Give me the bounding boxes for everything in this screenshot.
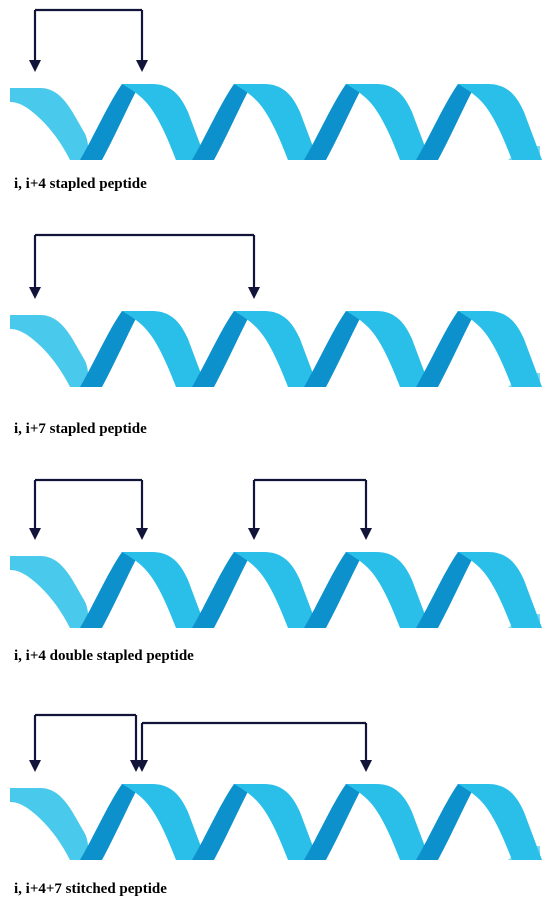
helix-back-strand [416,784,476,860]
helix-tail-start [10,315,89,387]
helix-front-strand [346,311,430,387]
helix-back-strand [416,552,476,628]
helix-front-strand [346,552,430,628]
helix-tail-end [508,846,540,860]
panel-i4-7-stitched: i, i+4+7 stitched peptide [0,705,550,905]
caption-i4-double-stapled: i, i+4 double stapled peptide [14,648,194,664]
staple-arrowhead [29,528,41,540]
staple-2 [248,478,372,540]
diagram-i4-stapled [10,8,542,160]
helix-front-strand [346,84,430,160]
staple-connectors [29,8,148,72]
helix-ribbon [10,311,542,387]
helix-front-strand [234,311,318,387]
helix-front-strand [234,552,318,628]
staple-1 [29,478,148,540]
helix-front-strand [122,84,206,160]
helix-ribbon [10,552,542,628]
helix-back-strand [416,84,476,160]
helix-tail-end [508,146,540,160]
helix-tail-start [10,788,89,860]
diagram-i4-double-stapled [10,478,542,628]
staple-connectors [29,713,372,772]
helix-back-strand [80,552,140,628]
helix-front-strand [346,784,430,860]
staple-1 [29,713,142,772]
panel-i4-stapled: i, i+4 stapled peptide [0,0,550,210]
caption-i4-stapled: i, i+4 stapled peptide [14,176,147,192]
panel-i7-stapled: i, i+7 stapled peptide [0,225,550,440]
staple-arrowhead [29,60,41,72]
helix-front-strand [458,84,542,160]
helix-tail-start [10,556,89,628]
caption-i4-7-stitched: i, i+4+7 stitched peptide [14,881,167,897]
helix-back-strand [192,311,252,387]
staple-arrowhead [136,760,148,772]
staple-arrowhead [136,60,148,72]
helix-front-strand [458,784,542,860]
caption-i7-stapled: i, i+7 stapled peptide [14,421,147,437]
helix-tail-end [508,614,540,628]
helix-ribbon [10,784,542,860]
staple-connectors [29,478,372,540]
staple-arrowhead [29,287,41,299]
staple-arrowhead [29,760,41,772]
helix-back-strand [304,311,364,387]
helix-tail-end [508,373,540,387]
helix-front-strand [122,784,206,860]
diagram-i4-7-stitched [10,713,542,860]
staple-arrowhead [248,528,260,540]
helix-back-strand [192,552,252,628]
helix-back-strand [304,552,364,628]
helix-front-strand [458,552,542,628]
helix-back-strand [304,84,364,160]
staple-arrowhead [360,760,372,772]
helix-back-strand [416,311,476,387]
staple-connectors [29,233,260,299]
staple-arrowhead [136,528,148,540]
helix-front-strand [122,311,206,387]
helix-back-strand [192,84,252,160]
helix-back-strand [304,784,364,860]
panel-i4-double-stapled: i, i+4 double stapled peptide [0,470,550,670]
diagram-i7-stapled [10,233,542,387]
helix-ribbon [10,84,542,160]
helix-back-strand [80,784,140,860]
helix-front-strand [122,552,206,628]
staple-1 [29,8,148,72]
staple-arrowhead [360,528,372,540]
helix-back-strand [80,311,140,387]
helix-back-strand [80,84,140,160]
helix-tail-start [10,88,89,160]
staple-1 [29,233,260,299]
helix-back-strand [192,784,252,860]
staple-arrowhead [248,287,260,299]
helix-front-strand [458,311,542,387]
helix-front-strand [234,784,318,860]
staple-2 [136,721,372,772]
helix-front-strand [234,84,318,160]
